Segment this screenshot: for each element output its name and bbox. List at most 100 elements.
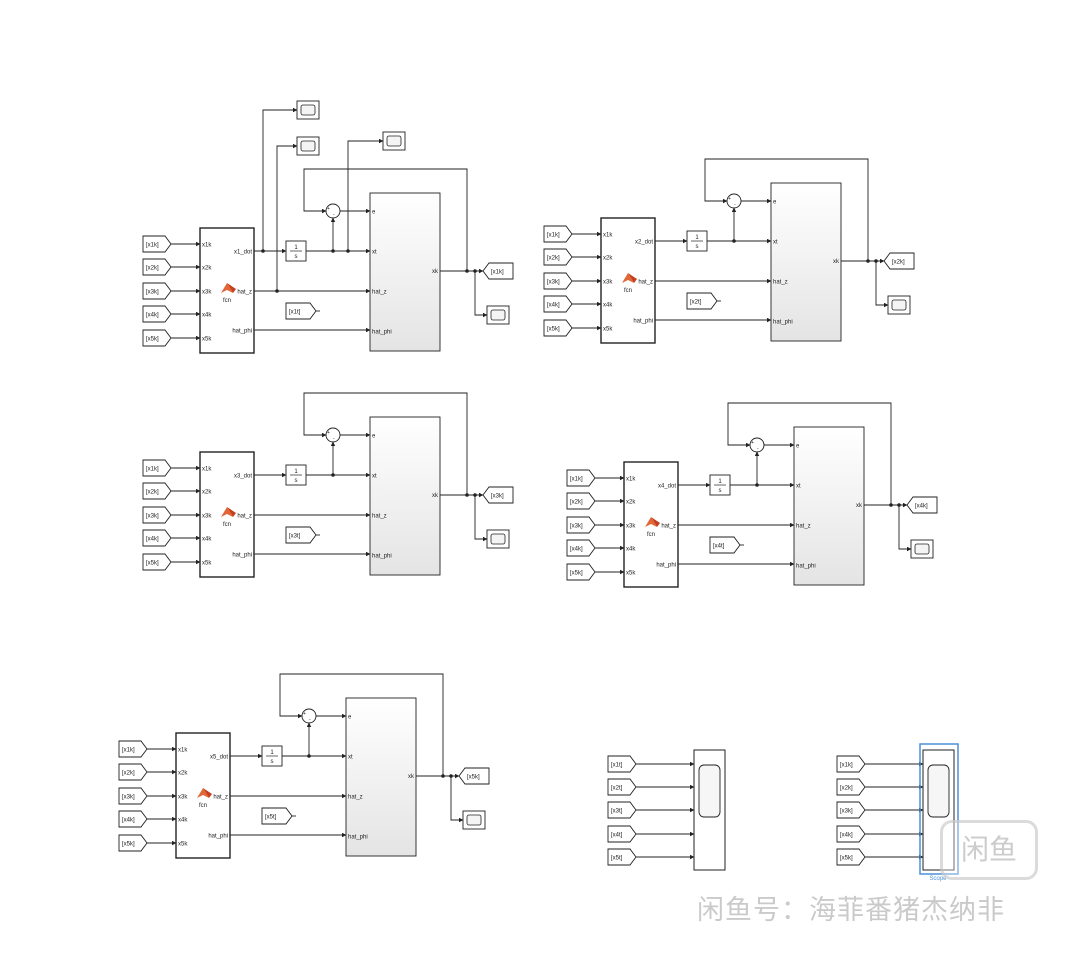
scope-icon[interactable] (910, 539, 934, 559)
scope-screen (386, 135, 402, 147)
goto-block[interactable]: [x2k] (883, 252, 915, 270)
from-block[interactable]: [x5k] (566, 563, 596, 581)
sum-sign-plus: + (728, 196, 731, 202)
from-block[interactable]: [x2k] (118, 763, 148, 781)
from-block-label: [x2k] (840, 786, 853, 792)
from-block[interactable]: [x3k] (543, 272, 573, 290)
goto-block[interactable]: [x1k] (482, 262, 514, 280)
main-subsystem-block[interactable] (770, 182, 842, 342)
from-block[interactable]: [x1k] (543, 225, 573, 243)
from-block-label: [x3k] (122, 795, 135, 801)
from-block-shape (543, 272, 573, 290)
from-block[interactable]: [x4k] (543, 295, 573, 313)
goto-block-shape (883, 252, 915, 270)
from-block[interactable]: [x2k] (836, 778, 866, 796)
from-block[interactable]: [x2k] (543, 248, 573, 266)
from-block[interactable]: [x4t] (607, 825, 637, 843)
matlab-icon-shape (203, 788, 212, 798)
from-block[interactable]: [x2k] (142, 258, 172, 276)
goto-block-shape (482, 486, 514, 504)
matlab-fcn-block[interactable] (175, 732, 231, 859)
signal-line (276, 143, 298, 291)
main-subsystem-block[interactable] (793, 426, 865, 586)
scope-icon[interactable] (462, 810, 486, 830)
goto-block[interactable]: [x3k] (482, 486, 514, 504)
from-block-shape (142, 506, 172, 524)
from-block[interactable]: [x1k] (142, 235, 172, 253)
from-block[interactable]: [x5k] (142, 553, 172, 571)
fcn-input-port-label: x5k (178, 842, 188, 848)
from-block[interactable]: [x2t] (607, 778, 637, 796)
scope-icon[interactable] (486, 529, 510, 549)
from-block[interactable]: [x4k] (118, 810, 148, 828)
from-block[interactable]: [x3t] (285, 526, 317, 544)
scope-screen (914, 543, 930, 555)
selection-highlight (919, 743, 959, 875)
from-block[interactable]: [x2k] (566, 492, 596, 510)
branch-point (473, 269, 477, 273)
from-block[interactable]: [x5t] (607, 848, 637, 866)
integrator-denominator: s (295, 478, 298, 484)
goto-block[interactable]: [x5k] (458, 767, 490, 785)
scope-screen (300, 140, 316, 152)
scope-icon[interactable] (296, 100, 320, 120)
from-block[interactable]: [x4k] (142, 305, 172, 323)
from-block[interactable]: [x5k] (543, 319, 573, 337)
from-block[interactable]: [x1k] (836, 755, 866, 773)
from-block[interactable]: [x2k] (142, 482, 172, 500)
fcn-input-port-label: x5k (202, 561, 212, 567)
from-block-shape (142, 282, 172, 300)
from-block[interactable]: [x5t] (261, 807, 293, 825)
from-block[interactable]: [x4t] (709, 536, 741, 554)
integrator-numerator: 1 (294, 245, 298, 251)
matlab-fcn-block[interactable] (623, 461, 679, 588)
from-block[interactable]: [x4k] (566, 539, 596, 557)
from-block[interactable]: [x3t] (607, 801, 637, 819)
integrator-numerator: 1 (718, 479, 722, 485)
goto-block-label: [x1k] (491, 270, 504, 276)
from-block[interactable]: [x3k] (142, 506, 172, 524)
from-block-label: [x4k] (840, 833, 853, 839)
from-block[interactable]: [x1t] (285, 302, 317, 320)
scope-icon[interactable] (887, 295, 911, 315)
matlab-fcn-block[interactable] (199, 227, 255, 354)
main-block-input-label: hat_phi (372, 554, 392, 560)
from-block[interactable]: [x4k] (142, 529, 172, 547)
fcn-input-port-label: x4k (626, 547, 636, 553)
from-block-shape (709, 536, 741, 554)
main-subsystem-block[interactable] (369, 416, 441, 576)
fcn-input-port-label: x3k (178, 795, 188, 801)
main-block-input-label: hat_phi (773, 320, 793, 326)
from-block[interactable]: [x1k] (118, 740, 148, 758)
from-block[interactable]: [x5k] (118, 834, 148, 852)
from-block[interactable]: [x1t] (607, 755, 637, 773)
fcn-output-port-label: hat_z (213, 795, 228, 801)
from-block[interactable]: [x5k] (836, 848, 866, 866)
from-block[interactable]: [x3k] (836, 801, 866, 819)
from-block[interactable]: [x5k] (142, 329, 172, 347)
from-block[interactable]: [x1k] (142, 459, 172, 477)
from-block[interactable]: [x2t] (686, 292, 718, 310)
fcn-input-port-label: x1k (202, 243, 212, 249)
branch-point (897, 503, 901, 507)
matlab-icon-shape (197, 788, 209, 798)
matlab-icon-shape (227, 507, 236, 517)
from-block[interactable]: [x4k] (836, 825, 866, 843)
main-subsystem-block[interactable] (345, 697, 417, 857)
from-block[interactable]: [x3k] (566, 516, 596, 534)
main-block-input-label: hat_z (372, 290, 387, 296)
matlab-icon-shape (221, 283, 233, 293)
main-subsystem-block[interactable] (369, 192, 441, 352)
from-block[interactable]: [x3k] (142, 282, 172, 300)
integrator-numerator: 1 (695, 235, 699, 241)
from-block-label: [x3t] (611, 809, 623, 815)
goto-block[interactable]: [x4k] (906, 496, 938, 514)
scope-icon[interactable] (382, 131, 406, 151)
from-block[interactable]: [x1k] (566, 469, 596, 487)
matlab-fcn-block[interactable] (199, 451, 255, 578)
from-block[interactable]: [x3k] (118, 787, 148, 805)
scope-icon[interactable] (296, 136, 320, 156)
matlab-fcn-block[interactable] (600, 217, 656, 344)
scope-icon[interactable] (486, 305, 510, 325)
